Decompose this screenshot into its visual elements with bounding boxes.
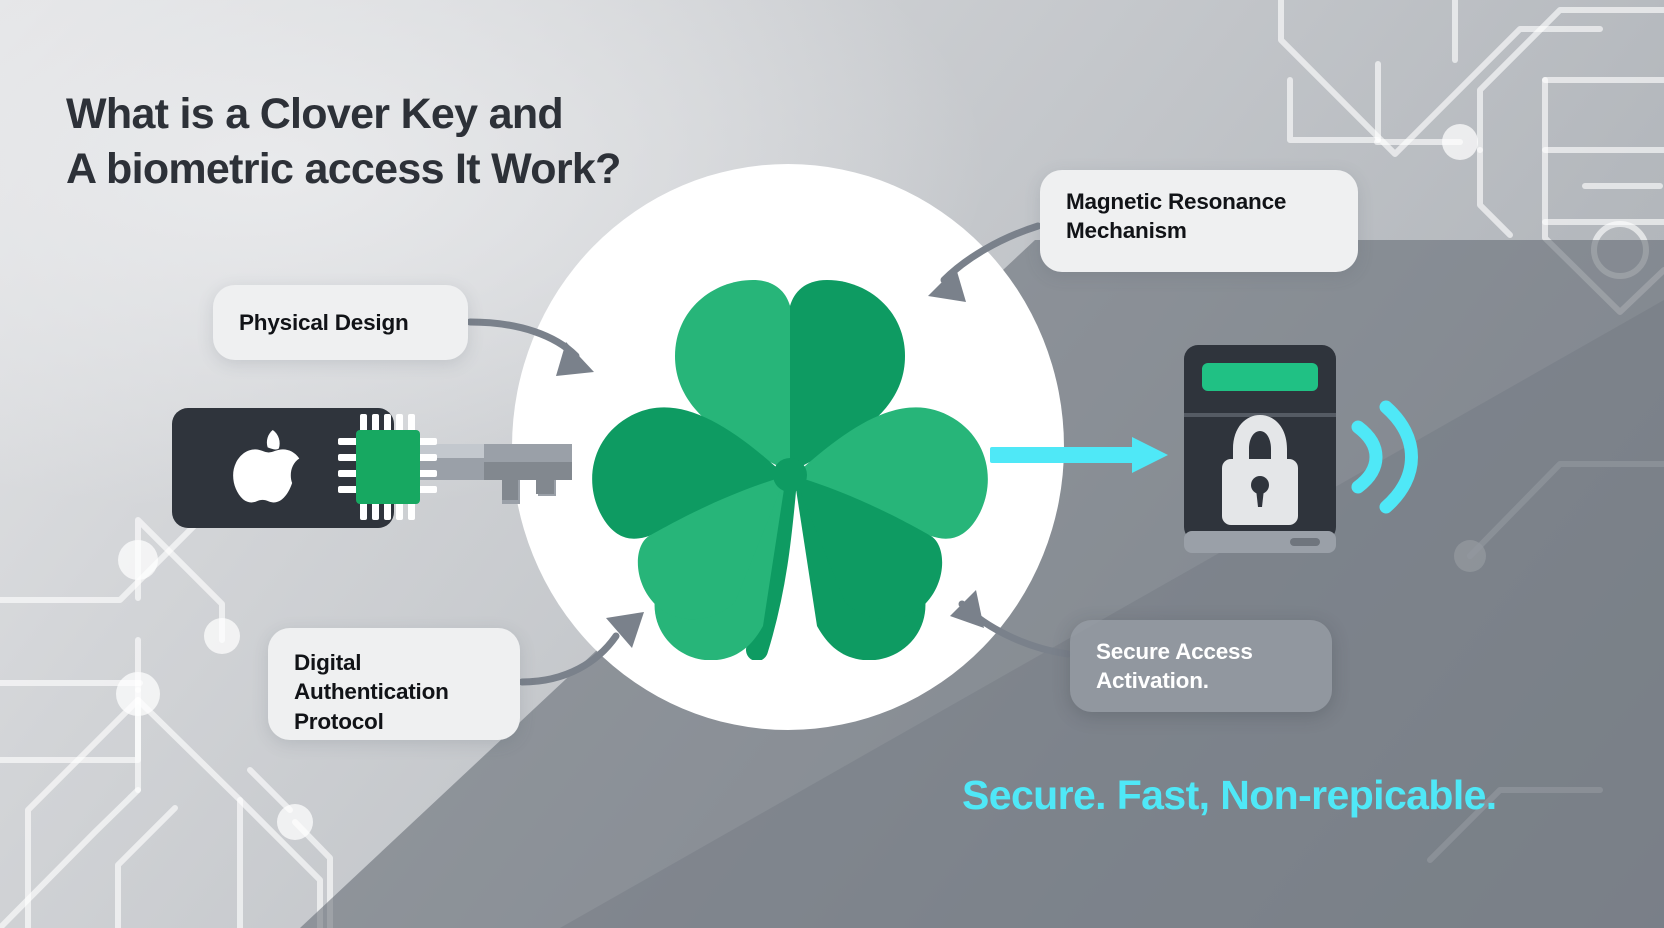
- page-title: What is a Clover Key and A biometric acc…: [66, 87, 786, 197]
- label-digital-authentication-line-2: Authentication: [294, 679, 449, 705]
- label-physical-design-line-1: Physical Design: [239, 310, 409, 335]
- secure-reader-device: [990, 345, 1418, 553]
- microchip-icon: [338, 414, 437, 520]
- reader-body: [1184, 345, 1336, 553]
- label-magnetic-resonance[interactable]: Magnetic Resonance Mechanism: [1040, 170, 1358, 272]
- apple-logo-icon: [233, 430, 300, 503]
- label-digital-authentication[interactable]: Digital Authentication Protocol: [268, 628, 520, 740]
- label-physical-design[interactable]: Physical Design: [213, 285, 468, 360]
- tagline: Secure. Fast, Non-repicable.: [962, 772, 1497, 818]
- label-magnetic-resonance-line-1: Magnetic Resonance: [1066, 189, 1287, 214]
- label-digital-authentication-line-3: Protocol: [294, 708, 384, 734]
- padlock-icon: [1222, 415, 1298, 525]
- label-secure-access[interactable]: Secure Access Activation.: [1070, 620, 1332, 712]
- label-digital-authentication-line-1: Digital: [294, 650, 362, 675]
- wireless-signal-icon: [1351, 400, 1418, 514]
- cyan-arrow-icon: [990, 437, 1168, 473]
- label-magnetic-resonance-line-2: Mechanism: [1066, 218, 1187, 244]
- access-card-device: [172, 408, 572, 528]
- page-title-line-2: A biometric access It Work?: [66, 144, 621, 193]
- status-bar: [1202, 363, 1318, 391]
- clover-icon: [592, 280, 988, 660]
- label-secure-access-line-2: Activation.: [1096, 668, 1209, 694]
- page-title-line-1: What is a Clover Key and: [66, 89, 564, 138]
- label-secure-access-line-1: Secure Access: [1096, 639, 1253, 664]
